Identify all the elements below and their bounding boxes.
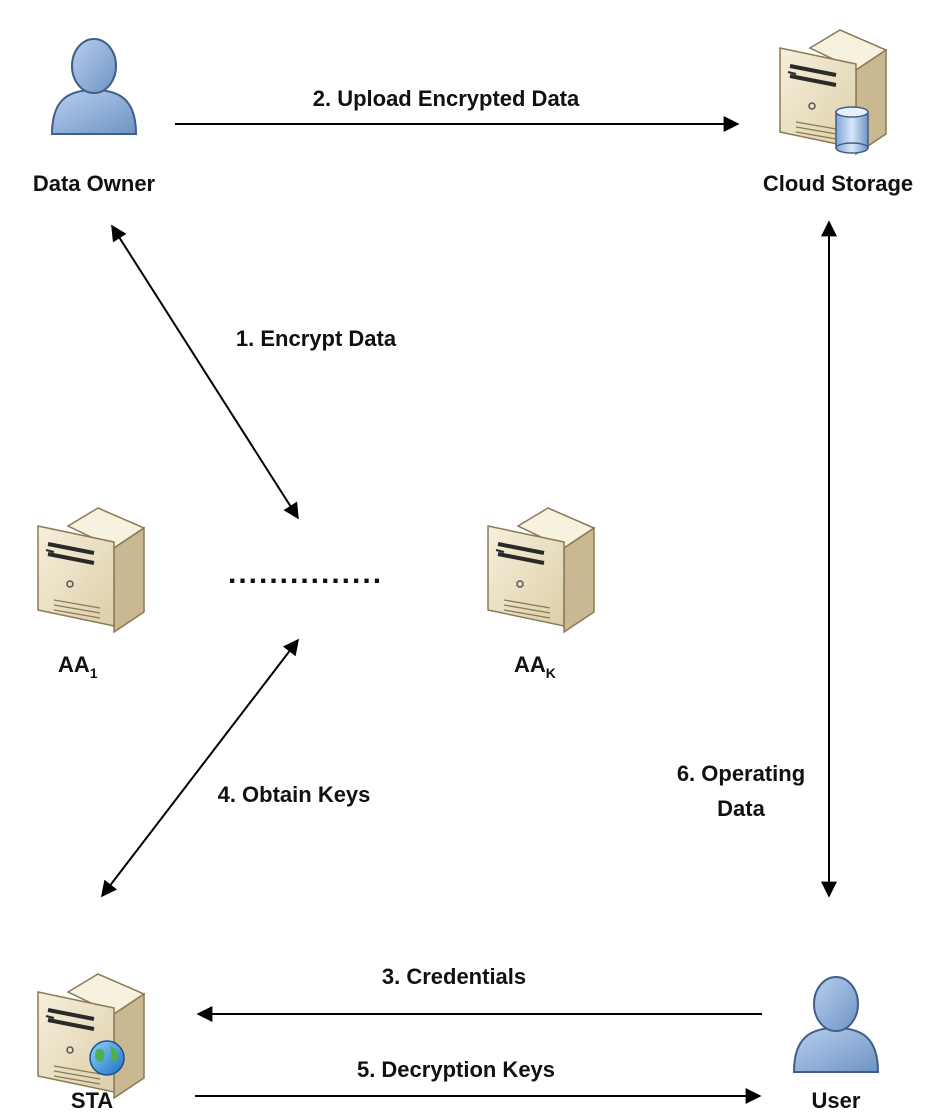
cloud-storage-label: Cloud Storage — [763, 171, 913, 196]
data-owner-node: Data Owner — [33, 38, 156, 196]
encrypt-label: 1. Encrypt Data — [236, 326, 397, 351]
aa1-server-icon — [36, 506, 146, 634]
aa1-node: AA1 — [36, 506, 146, 681]
aak-label-main: AA — [514, 652, 546, 677]
data-owner-label: Data Owner — [33, 171, 156, 196]
authorities-ellipsis: ............... — [228, 557, 383, 590]
aa1-label: AA1 — [58, 652, 98, 681]
cloud-storage-node: Cloud Storage — [763, 28, 913, 196]
user-person-icon — [793, 976, 879, 1073]
encrypt-arrow — [111, 224, 299, 520]
globe-icon — [89, 1040, 125, 1076]
operating-label-line1: 6. Operating — [677, 761, 805, 786]
database-cylinder-icon — [835, 106, 869, 154]
sta-node: STA — [36, 972, 146, 1113]
aa1-label-main: AA — [58, 652, 90, 677]
cloud-storage-server-icon — [778, 28, 888, 156]
encrypt-edge: 1. Encrypt Data — [111, 224, 397, 520]
operating-label-line2: Data — [717, 796, 765, 821]
user-label: User — [812, 1088, 861, 1113]
decryption-label: 5. Decryption Keys — [357, 1057, 555, 1082]
obtain-keys-edge: 4. Obtain Keys — [101, 638, 371, 898]
aak-node: AAK — [486, 506, 596, 681]
upload-label: 2. Upload Encrypted Data — [313, 86, 580, 111]
sta-label: STA — [71, 1088, 113, 1113]
credentials-edge: 3. Credentials — [196, 964, 762, 1022]
decryption-edge: 5. Decryption Keys — [195, 1057, 762, 1104]
user-node: User — [793, 976, 879, 1113]
operating-edge: 6. Operating Data — [677, 220, 837, 898]
aak-server-icon — [486, 506, 596, 634]
data-owner-person-icon — [51, 38, 137, 135]
aak-label: AAK — [514, 652, 556, 681]
aa1-label-subscript: 1 — [90, 665, 98, 681]
sta-server-icon — [36, 972, 146, 1100]
obtain-keys-label: 4. Obtain Keys — [218, 782, 371, 807]
upload-edge: 2. Upload Encrypted Data — [175, 86, 740, 132]
credentials-label: 3. Credentials — [382, 964, 526, 989]
aak-label-subscript: K — [546, 665, 556, 681]
obtain-keys-arrow — [101, 638, 299, 898]
